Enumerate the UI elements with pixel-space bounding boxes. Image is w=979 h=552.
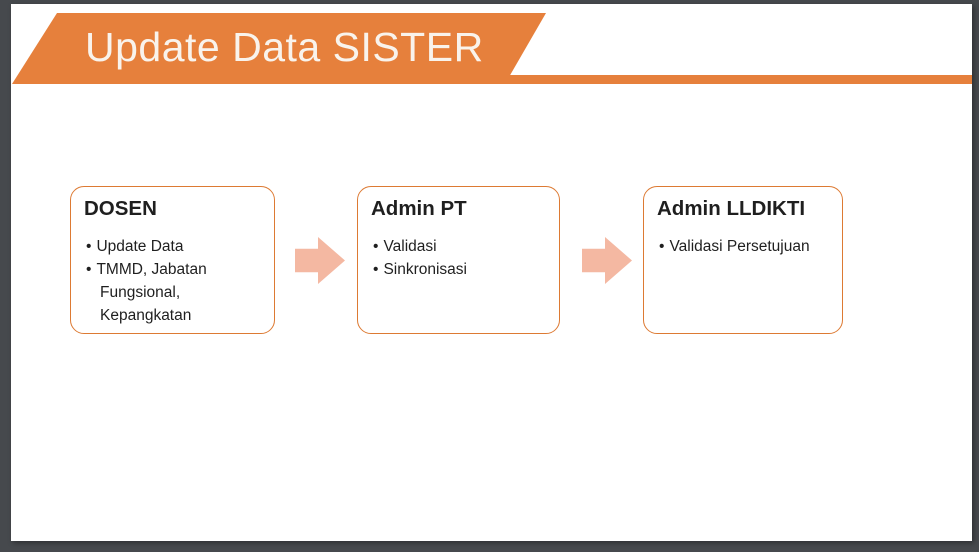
title-underline-strip (500, 75, 972, 84)
bullet-text: TMMD, Jabatan Fungsional, Kepangkatan (96, 261, 207, 324)
step-title: Admin LLDIKTI (657, 197, 806, 220)
bullet-item: •Sinkronisasi (371, 258, 549, 281)
arrow-right-icon (295, 237, 345, 284)
step-box-admin-lldikti: Admin LLDIKTI •Validasi Persetujuan (643, 186, 843, 334)
bullet-icon: • (86, 238, 92, 255)
step-bullet-list: •Validasi •Sinkronisasi (371, 235, 549, 281)
bullet-text: Validasi Persetujuan (669, 238, 810, 255)
slide-canvas: Update Data SISTER DOSEN •Update Data •T… (11, 4, 972, 541)
step-box-dosen: DOSEN •Update Data •TMMD, Jabatan Fungsi… (70, 186, 275, 334)
bullet-icon: • (373, 238, 379, 255)
arrow-right-icon (582, 237, 632, 284)
slide-title: Update Data SISTER (85, 24, 484, 70)
title-banner: Update Data SISTER (12, 13, 546, 84)
step-bullet-list: •Update Data •TMMD, Jabatan Fungsional, … (84, 235, 264, 327)
bullet-item: •TMMD, Jabatan Fungsional, Kepangkatan (84, 258, 264, 327)
step-bullet-list: •Validasi Persetujuan (657, 235, 832, 258)
bullet-icon: • (373, 261, 379, 278)
step-box-admin-pt: Admin PT •Validasi •Sinkronisasi (357, 186, 560, 334)
bullet-item: •Validasi Persetujuan (657, 235, 832, 258)
process-flow-diagram: DOSEN •Update Data •TMMD, Jabatan Fungsi… (11, 4, 972, 541)
bullet-item: •Validasi (371, 235, 549, 258)
bullet-icon: • (86, 261, 92, 278)
bullet-text: Validasi (383, 238, 437, 255)
bullet-item: •Update Data (84, 235, 264, 258)
step-title: Admin PT (371, 197, 467, 220)
bullet-text: Sinkronisasi (383, 261, 467, 278)
bullet-text: Update Data (96, 238, 184, 255)
step-title: DOSEN (84, 197, 157, 220)
bullet-icon: • (659, 238, 665, 255)
